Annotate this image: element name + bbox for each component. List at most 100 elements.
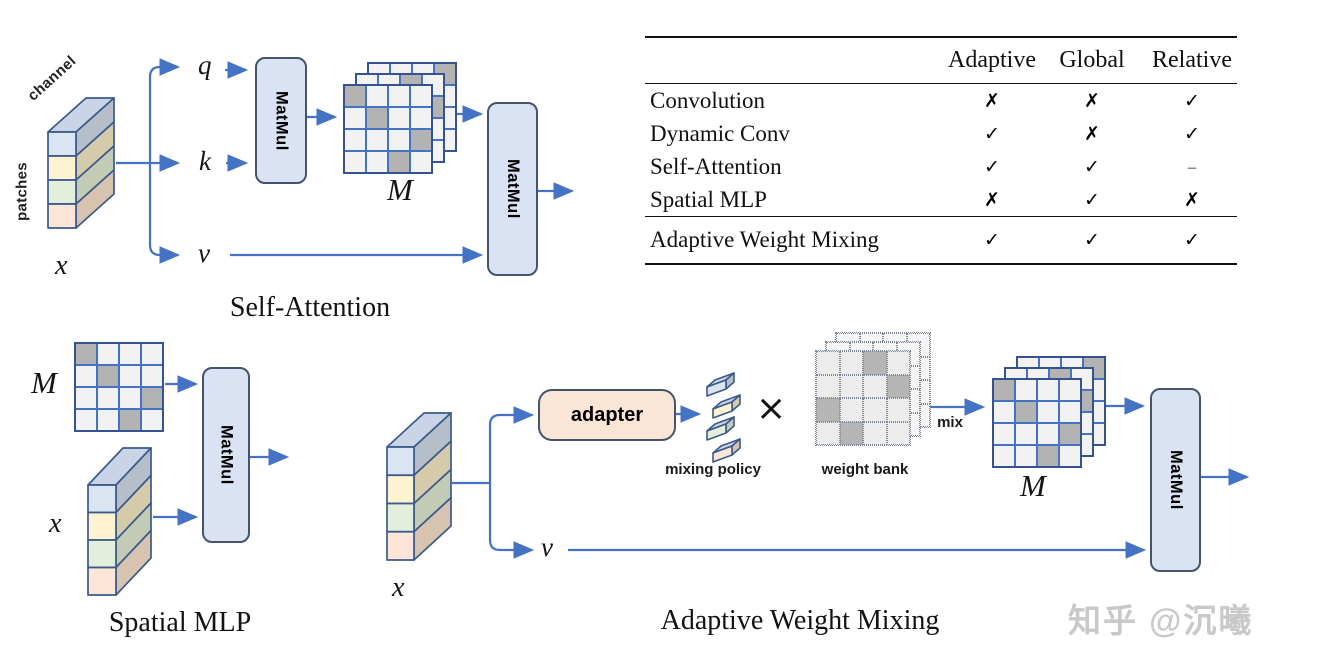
- matrix-cell: [1060, 380, 1080, 400]
- mixing-policy-bars: [706, 372, 741, 463]
- matrix-cell: [886, 398, 910, 422]
- table-row-label: Spatial MLP: [650, 186, 767, 212]
- matrix-cell: [994, 424, 1014, 444]
- matrix-cell: [816, 398, 840, 422]
- matrix-cell: [863, 398, 887, 422]
- axis-label-patches: patches: [13, 162, 31, 221]
- matrix-cell: [994, 402, 1014, 422]
- table-header-relative: Relative: [1152, 47, 1232, 73]
- tensor-x-self-attention: [47, 97, 115, 229]
- matrix-cell: [120, 366, 140, 386]
- cross-mark: ✗: [1184, 188, 1200, 211]
- matmul-label: MatMul: [1167, 450, 1185, 510]
- matrix-cell: [389, 86, 409, 106]
- matrix-cell: [76, 388, 96, 408]
- matmul-label: MatMul: [504, 159, 522, 219]
- mix-label: mix: [937, 414, 963, 431]
- matrix-cell: [367, 86, 387, 106]
- tensor-label-x: x: [55, 250, 68, 281]
- check-mark: ✓: [1084, 155, 1100, 178]
- matrix-cell: [886, 374, 910, 398]
- matrix-cell: [98, 388, 118, 408]
- matrix-cell: [1016, 380, 1036, 400]
- table-row: Spatial MLP ✗ ✓ ✗: [645, 183, 1237, 216]
- caption-self-attention: Self-Attention: [229, 292, 391, 323]
- cross-mark: ✗: [1084, 89, 1100, 112]
- matrix-cell: [98, 344, 118, 364]
- table-rule-top: [645, 36, 1237, 38]
- matrix-cell: [367, 130, 387, 150]
- matmul-box-mlp: MatMul: [202, 367, 250, 543]
- caption-adaptive-weight-mixing: Adaptive Weight Mixing: [660, 605, 940, 636]
- matrix-label-m-mlp: M: [31, 365, 57, 400]
- matmul-label: MatMul: [272, 90, 291, 151]
- matrix-cell: [389, 130, 409, 150]
- check-mark: ✓: [1084, 188, 1100, 211]
- matrix-cell: [367, 152, 387, 172]
- weight-bank-label: weight bank: [821, 461, 909, 478]
- matrix-cell: [76, 366, 96, 386]
- matrix-cell: [120, 410, 140, 430]
- check-mark: ✓: [984, 155, 1000, 178]
- matrix-cell: [1016, 402, 1036, 422]
- table-highlight-row: Adaptive Weight Mixing✓✓✓: [645, 217, 1237, 263]
- matrix-cell: [345, 108, 365, 128]
- matrix-cell: [816, 374, 840, 398]
- table-header-adaptive: Adaptive: [948, 47, 1036, 73]
- matrix-cell: [411, 86, 431, 106]
- check-mark: ✓: [1184, 122, 1200, 145]
- matmul-label: MatMul: [217, 425, 236, 485]
- matrix-cell: [411, 130, 431, 150]
- matrix-cell: [76, 410, 96, 430]
- matrix-cell: [367, 108, 387, 128]
- weight-bank-front: [815, 350, 911, 446]
- table-row: Convolution✗✗✓: [645, 84, 1237, 117]
- matmul-box-awm: MatMul: [1150, 388, 1201, 572]
- check-mark: ✓: [1184, 229, 1200, 251]
- times-symbol: ×: [756, 388, 787, 429]
- table-header-row: Adaptive Global Relative: [645, 38, 1237, 83]
- matrix-cell: [142, 410, 162, 430]
- matrix-cell: [1016, 424, 1036, 444]
- matrix-cell: [886, 421, 910, 445]
- matrix-cell: [345, 152, 365, 172]
- check-mark: ✓: [1184, 89, 1200, 112]
- table-rule-bottom: [645, 263, 1237, 265]
- matrix-cell: [411, 152, 431, 172]
- matrix-cell: [863, 421, 887, 445]
- matrix-cell: [994, 446, 1014, 466]
- matmul-box-qk: MatMul: [255, 57, 307, 184]
- matrix-cell: [839, 421, 863, 445]
- matrix-cell: [994, 380, 1014, 400]
- tensor-x-spatial-mlp: [87, 447, 152, 596]
- matrix-label-m-awm: M: [1020, 468, 1046, 503]
- tensor-label-x-awm: x: [392, 572, 405, 603]
- matrix-cell: [1038, 424, 1058, 444]
- matrix-cell: [1016, 446, 1036, 466]
- branch-label-q: q: [198, 50, 212, 80]
- attention-matrix-front: [343, 84, 433, 174]
- check-mark: ✓: [1084, 229, 1100, 251]
- matrix-cell: [76, 344, 96, 364]
- cross-mark: ✗: [984, 188, 1000, 211]
- matrix-cell: [389, 152, 409, 172]
- matrix-cell: [98, 366, 118, 386]
- matrix-cell: [345, 86, 365, 106]
- table-rule-mid2: [645, 216, 1237, 217]
- table-header-global: Global: [1059, 47, 1125, 73]
- matrix-cell: [120, 344, 140, 364]
- matrix-cell: [839, 374, 863, 398]
- matrix-cell: [863, 374, 887, 398]
- tensor-x-awm: [386, 412, 452, 561]
- matrix-cell: [839, 398, 863, 422]
- matrix-cell: [389, 108, 409, 128]
- caption-spatial-mlp: Spatial MLP: [108, 607, 252, 638]
- matrix-cell: [142, 388, 162, 408]
- branch-label-v-awm: v: [541, 532, 553, 562]
- mlp-matrix: [74, 342, 164, 432]
- mixing-policy-label: mixing policy: [665, 461, 761, 478]
- cross-mark: ✗: [984, 89, 1000, 112]
- table-row-label: Self-Attention: [650, 153, 782, 179]
- matrix-cell: [816, 351, 840, 375]
- matrix-cell: [863, 351, 887, 375]
